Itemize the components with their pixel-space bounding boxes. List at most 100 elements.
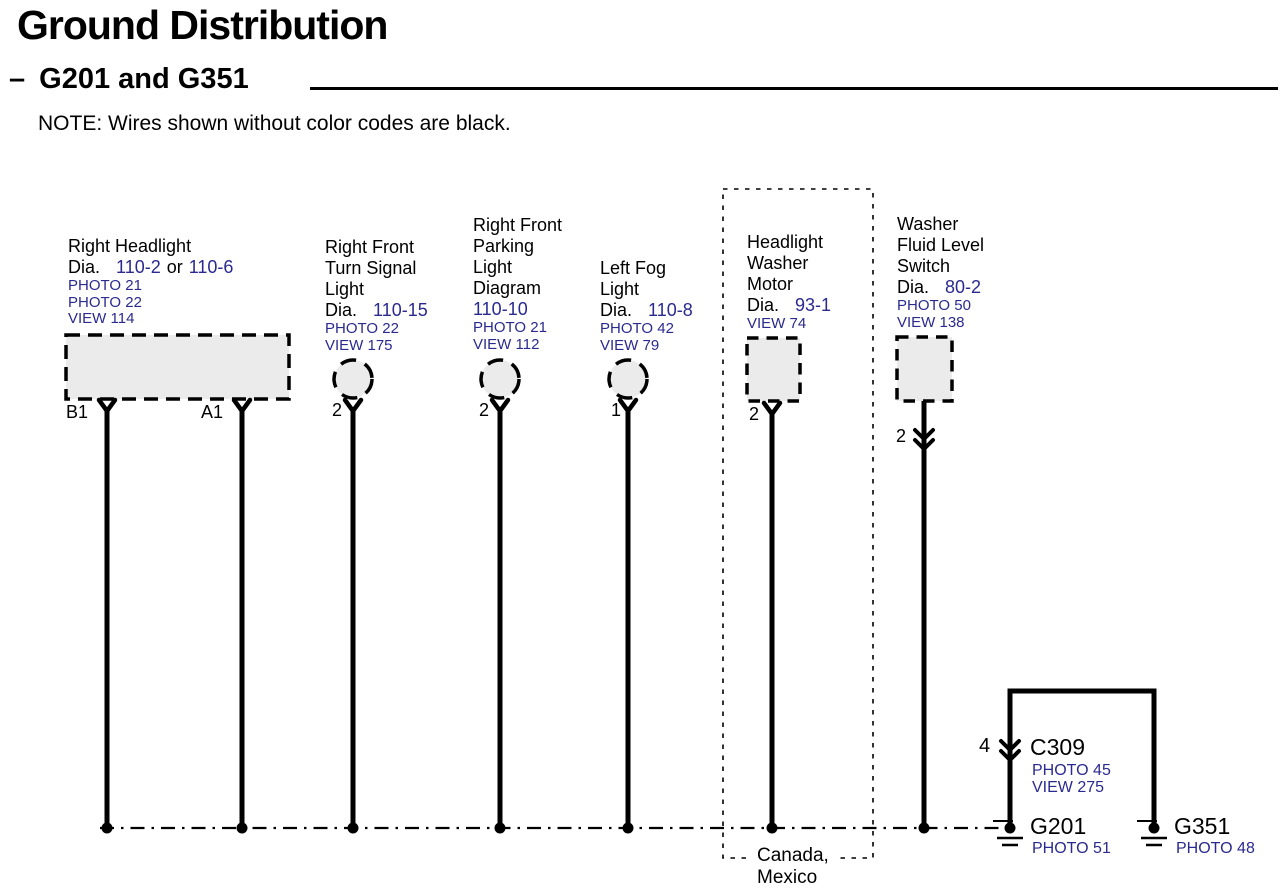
dia-link[interactable]: 110-8 bbox=[648, 300, 693, 320]
dia-label: Dia. bbox=[325, 300, 358, 320]
component-name-line: Motor bbox=[747, 274, 794, 294]
pin-fork-icon bbox=[96, 397, 118, 414]
junction-dot bbox=[766, 822, 778, 834]
component-name-line: Right Headlight bbox=[68, 236, 192, 256]
dia-link[interactable]: 110-2 bbox=[116, 257, 161, 277]
component-name-line: Left Fog bbox=[600, 258, 667, 278]
dia-link[interactable]: 110-6 bbox=[188, 257, 234, 277]
photo-link[interactable]: PHOTO 42 bbox=[600, 320, 674, 337]
pin-label-parking-2: 2 bbox=[479, 400, 490, 420]
component-name-line: Light bbox=[600, 279, 640, 299]
view-link[interactable]: VIEW 175 bbox=[325, 336, 393, 354]
component-name-line: Washer bbox=[747, 253, 809, 273]
component-name-line: Parking bbox=[473, 236, 535, 256]
dia-line: Dia. 80-2 bbox=[897, 277, 984, 298]
pin-label-fog-1: 1 bbox=[611, 400, 622, 420]
component-name-line: Washer bbox=[897, 214, 959, 234]
pin-fork-icon bbox=[342, 397, 364, 414]
component-label-parking-light: Right Front Parking Light Diagram 110-10… bbox=[473, 215, 562, 353]
component-name-line: Turn Signal bbox=[325, 258, 417, 278]
component-name-line: Light bbox=[473, 257, 513, 277]
junction-dot bbox=[494, 822, 506, 834]
dia-link[interactable]: 110-15 bbox=[373, 300, 428, 320]
region-label-line: Mexico bbox=[757, 867, 818, 888]
component-label-fluid-switch: Washer Fluid Level Switch Dia. 80-2 PHOTO… bbox=[897, 214, 984, 331]
ground-symbol-g201 bbox=[993, 820, 1023, 847]
view-link[interactable]: VIEW 74 bbox=[747, 315, 807, 332]
junction-dot bbox=[236, 822, 248, 834]
page-title: Ground Distribution bbox=[17, 2, 388, 48]
component-name-line: Headlight bbox=[747, 232, 824, 252]
dia-label: Dia. bbox=[897, 277, 930, 297]
photo-link[interactable]: PHOTO 21 bbox=[68, 277, 142, 294]
right-headlight-box bbox=[64, 333, 291, 401]
section-rule bbox=[310, 87, 1278, 90]
junction-dot bbox=[918, 822, 930, 834]
view-link[interactable]: VIEW 138 bbox=[897, 313, 965, 331]
section-title: –G201 and G351 bbox=[9, 63, 249, 96]
component-label-washer-motor: Headlight Washer Motor Dia. 93-1 VIEW 74 bbox=[747, 232, 831, 333]
view-link[interactable]: VIEW 275 bbox=[1032, 779, 1105, 796]
photo-link[interactable]: PHOTO 51 bbox=[1032, 840, 1111, 857]
region-label-canada-mexico: Canada, Mexico bbox=[752, 845, 834, 889]
connector-chevron-icon bbox=[999, 739, 1021, 752]
dia-line: Dia. 93-1 bbox=[747, 295, 831, 316]
photo-link[interactable]: PHOTO 45 bbox=[1032, 762, 1111, 779]
pin-label-motor-2: 2 bbox=[749, 404, 760, 424]
dia-link[interactable]: 80-2 bbox=[945, 277, 982, 297]
pin-label-c309-4: 4 bbox=[979, 735, 991, 757]
section-title-text: G201 and G351 bbox=[39, 63, 249, 95]
pin-label-a1: A1 bbox=[201, 402, 224, 422]
dia-line: Dia. 110-8 bbox=[600, 300, 693, 321]
pin-label-fluid-2: 2 bbox=[896, 426, 907, 446]
pin-fork-icon bbox=[231, 397, 253, 414]
pin-fork-icon bbox=[761, 400, 783, 417]
connector-chevron-icon bbox=[999, 749, 1021, 762]
view-link[interactable]: VIEW 79 bbox=[600, 336, 660, 354]
photo-link[interactable]: PHOTO 22 bbox=[325, 320, 399, 337]
pin-label-turn-signal-2: 2 bbox=[332, 400, 343, 420]
washer-motor-box bbox=[745, 336, 802, 403]
junction-dot bbox=[101, 822, 113, 834]
dia-link[interactable]: 110-10 bbox=[473, 299, 528, 319]
fog-light-circle bbox=[607, 358, 649, 400]
connector-chevron-icon bbox=[913, 428, 935, 441]
component-name-line: Right Front bbox=[473, 215, 563, 235]
dia-line: Dia. 110-15 bbox=[325, 300, 428, 321]
turn-signal-light-circle bbox=[332, 358, 374, 400]
junction-dot bbox=[347, 822, 359, 834]
photo-link[interactable]: PHOTO 21 bbox=[473, 319, 547, 336]
photo-link[interactable]: PHOTO 22 bbox=[68, 293, 142, 311]
dia-label: Dia. bbox=[747, 295, 780, 315]
photo-link[interactable]: PHOTO 50 bbox=[897, 297, 971, 314]
dia-link[interactable]: 93-1 bbox=[795, 295, 832, 315]
component-name-line: Right Front bbox=[325, 237, 415, 257]
component-label-left-fog-light: Left Fog Light Dia. 110-8 PHOTO 42 VIEW 7… bbox=[600, 258, 693, 354]
view-link[interactable]: VIEW 112 bbox=[473, 335, 540, 353]
section-dash: – bbox=[9, 63, 26, 95]
photo-link[interactable]: PHOTO 48 bbox=[1176, 840, 1255, 857]
parking-light-circle bbox=[479, 358, 521, 400]
connector-chevron-icon bbox=[913, 438, 935, 451]
pin-label-b1: B1 bbox=[66, 402, 89, 422]
pin-fork-icon bbox=[617, 397, 639, 414]
fluid-switch-box bbox=[895, 335, 954, 403]
ground-label-g351: G351 bbox=[1174, 813, 1231, 839]
component-name-line: Light bbox=[325, 279, 365, 299]
component-name-line: Fluid Level bbox=[897, 235, 985, 255]
dia-conjunction: or bbox=[166, 257, 183, 277]
dia-label: Dia. bbox=[600, 300, 633, 320]
dia-label: Dia. bbox=[68, 257, 101, 277]
component-label-turn-signal: Right Front Turn Signal Light Dia. 110-15… bbox=[325, 237, 428, 354]
note-text: NOTE: Wires shown without color codes ar… bbox=[38, 112, 511, 135]
component-name-line: Switch bbox=[897, 256, 951, 276]
junction-dot bbox=[622, 822, 634, 834]
dia-label: Diagram bbox=[473, 278, 542, 298]
connector-label-c309: C309 bbox=[1030, 734, 1085, 760]
ground-label-g201: G201 bbox=[1030, 813, 1087, 839]
view-link[interactable]: VIEW 114 bbox=[68, 310, 135, 327]
